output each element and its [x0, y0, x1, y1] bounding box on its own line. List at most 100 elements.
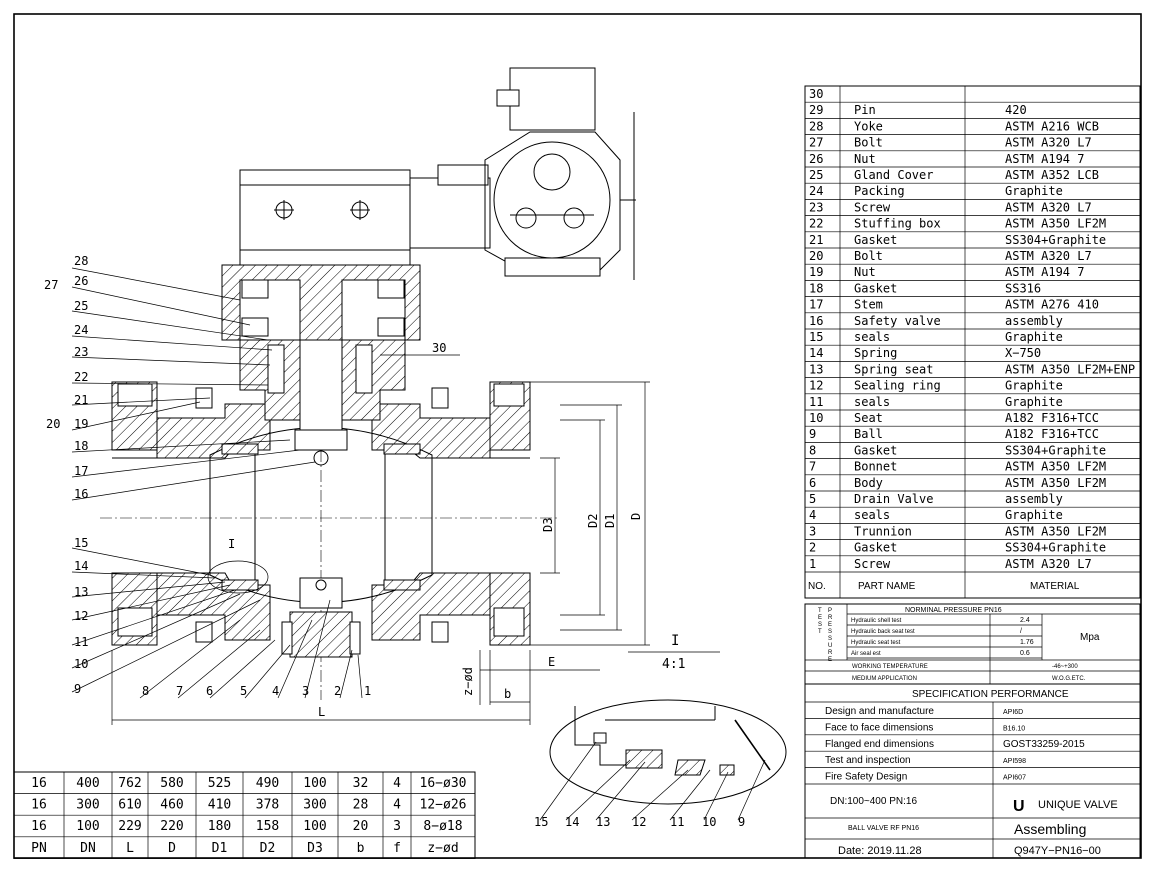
part-name: Gasket: [854, 233, 897, 247]
medium-value: W.O.G.ETC.: [1052, 676, 1086, 682]
dim-header-cell: D1: [212, 841, 228, 856]
dim-cell: 4: [393, 798, 401, 813]
dim-header-cell: b: [357, 841, 365, 856]
part-no: 22: [809, 217, 823, 231]
part-name: Pin: [854, 103, 876, 117]
detail-view-I: 15 14 13 12 11 10 9: [534, 699, 787, 829]
part-no: 20: [809, 249, 823, 263]
part-no: 8: [809, 443, 816, 457]
callout-1: 1: [364, 684, 371, 698]
part-material: ASTM A320 L7: [1005, 200, 1092, 214]
dim-cell: 4: [393, 776, 401, 791]
working-temp-label: WORKING TEMPERATURE: [852, 664, 928, 670]
spec-row-value: B16.10: [1003, 725, 1025, 732]
part-no: 23: [809, 200, 823, 214]
pressure-row-value: 0.6: [1020, 650, 1030, 657]
working-temp-value: -46~+300: [1052, 664, 1078, 670]
callout-15: 15: [74, 536, 88, 550]
detail-callout-11: 11: [670, 815, 684, 829]
part-no: 26: [809, 152, 823, 166]
dim-D3: D3: [541, 518, 555, 532]
part-name: Body: [854, 476, 883, 490]
callout-26: 26: [74, 274, 88, 288]
dim-cell: 100: [303, 819, 326, 834]
pressure-side-letter: S: [828, 629, 832, 635]
detail-callout-13: 13: [596, 815, 610, 829]
part-no: 7: [809, 460, 816, 474]
pressure-side-letter: E: [828, 622, 832, 628]
part-name: Spring: [854, 346, 897, 360]
spec-row-label: Fire Safety Design: [825, 772, 907, 783]
part-name: Drain Valve: [854, 492, 933, 506]
part-no: 5: [809, 492, 816, 506]
dim-cell: 16: [31, 819, 47, 834]
part-material: A182 F316+TCC: [1005, 411, 1099, 425]
callout-5: 5: [240, 684, 247, 698]
brand-logo: U: [1013, 798, 1025, 815]
detail-callout-15: 15: [534, 815, 548, 829]
part-name: Bonnet: [854, 460, 897, 474]
dim-cell: 12−ø26: [420, 798, 467, 813]
part-name: Nut: [854, 265, 876, 279]
detail-callout-12: 12: [632, 815, 646, 829]
pressure-unit: Mpa: [1080, 632, 1100, 643]
dim-cell: 610: [118, 798, 141, 813]
part-name: Trunnion: [854, 524, 912, 538]
part-no: 19: [809, 265, 823, 279]
callout-leaders: [71, 267, 460, 699]
dim-cell: 378: [256, 798, 279, 813]
pressure-row-label: Hydraulic back seat test: [851, 629, 915, 635]
dim-header-cell: D3: [307, 841, 323, 856]
part-material: ASTM A320 L7: [1005, 557, 1092, 571]
callout-27: 27: [44, 278, 58, 292]
dim-cell: 16: [31, 798, 47, 813]
part-no: 30: [809, 87, 823, 101]
part-material: SS304+Graphite: [1005, 541, 1106, 555]
callout-21: 21: [74, 393, 88, 407]
part-name: Ball: [854, 427, 883, 441]
detail-callout-10: 10: [702, 815, 716, 829]
pressure-title: NORMINAL PRESSURE PN16: [905, 607, 1002, 614]
part-material: SS316: [1005, 281, 1041, 295]
dim-header-cell: D: [168, 841, 176, 856]
detail-callout-14: 14: [565, 815, 579, 829]
part-no: 1: [809, 557, 816, 571]
callout-10: 10: [74, 657, 88, 671]
dim-cell: 3: [393, 819, 401, 834]
part-no: 9: [809, 427, 816, 441]
pressure-side-letter: S: [828, 636, 832, 642]
part-material: 420: [1005, 103, 1027, 117]
dim-cell: 762: [118, 776, 141, 791]
dim-D1: D1: [603, 514, 617, 528]
dim-header-cell: D2: [260, 841, 276, 856]
part-material: X−750: [1005, 346, 1041, 360]
spec-title: SPECIFICATION PERFORMANCE: [912, 689, 1069, 700]
callout-30: 30: [432, 341, 446, 355]
pressure-side-letter: U: [828, 643, 832, 649]
dim-cell: 229: [118, 819, 141, 834]
pressure-row-label: Hydraulic seat test: [851, 640, 901, 646]
part-material: ASTM A320 L7: [1005, 249, 1092, 263]
part-material: Graphite: [1005, 184, 1063, 198]
dim-cell: 16−ø30: [420, 776, 467, 791]
callout-7: 7: [176, 684, 183, 698]
drawing-code: Q947Y−PN16−00: [1014, 845, 1101, 857]
dim-header-cell: L: [126, 841, 134, 856]
product-name: BALL VALVE RF PN16: [848, 825, 919, 832]
part-name: Screw: [854, 557, 891, 571]
part-name: seals: [854, 395, 890, 409]
part-no: 16: [809, 314, 823, 328]
part-no: 28: [809, 119, 823, 133]
pressure-side-letter: R: [828, 615, 833, 621]
callout-13: 13: [74, 585, 88, 599]
part-material: ASTM A194 7: [1005, 152, 1084, 166]
callout-17: 17: [74, 464, 88, 478]
part-material: SS304+Graphite: [1005, 443, 1106, 457]
callout-19: 19: [74, 417, 88, 431]
part-name: Sealing ring: [854, 379, 941, 393]
part-name: Safety valve: [854, 314, 941, 328]
part-name: Seat: [854, 411, 883, 425]
spec-row-value: API607: [1003, 775, 1026, 782]
